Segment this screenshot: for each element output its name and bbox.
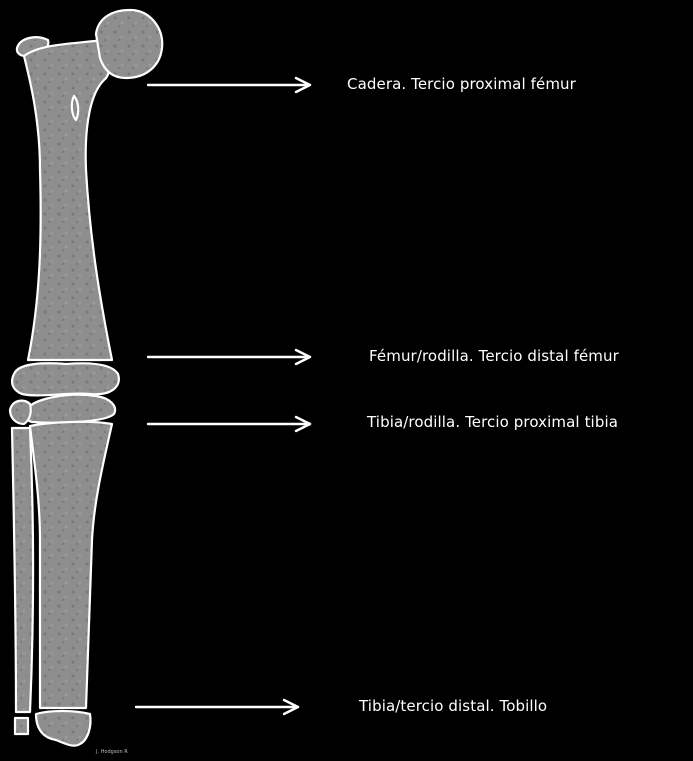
author-credit: J. Hodgson R — [96, 749, 128, 755]
arrow-distal-femur — [148, 350, 310, 364]
arrow-hip — [148, 78, 310, 92]
label-distal-femur: Fémur/rodilla. Tercio distal fémur — [369, 347, 619, 365]
label-hip-proximal-femur: Cadera. Tercio proximal fémur — [347, 75, 576, 93]
arrow-proximal-tibia — [148, 417, 310, 431]
label-distal-tibia-ankle: Tibia/tercio distal. Tobillo — [359, 697, 547, 715]
arrow-ankle — [136, 700, 298, 714]
label-proximal-tibia: Tibia/rodilla. Tercio proximal tibia — [367, 413, 618, 431]
